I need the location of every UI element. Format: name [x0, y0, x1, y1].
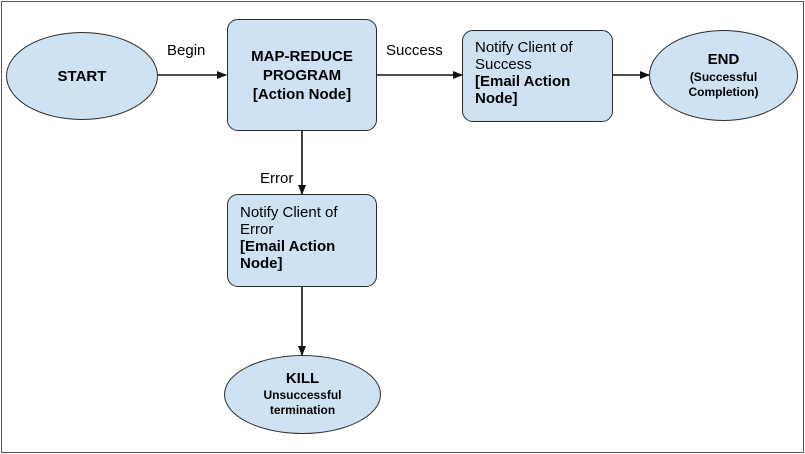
end-node: END (Successful Completion)	[649, 30, 798, 121]
notify-error-line3: [Email Action	[240, 238, 336, 255]
start-node: START	[6, 32, 158, 120]
kill-sub2: termination	[269, 403, 336, 417]
notify-success-line4: Node]	[475, 90, 518, 107]
notify-error-node: Notify Client of Error [Email Action Nod…	[227, 194, 377, 287]
notify-error-line4: Node]	[240, 255, 283, 272]
notify-success-node: Notify Client of Success [Email Action N…	[462, 30, 613, 122]
kill-sub1: Unsuccessful	[263, 388, 342, 402]
edge-label-begin: Begin	[167, 42, 206, 59]
end-sub2: Completion)	[688, 84, 759, 99]
kill-node: KILL Unsuccessful termination	[224, 355, 381, 434]
end-sub1: (Successful	[689, 69, 758, 84]
edge-label-error: Error	[260, 170, 294, 187]
kill-title: KILL	[285, 370, 320, 387]
notify-success-line1: Notify Client of	[475, 39, 573, 56]
notify-success-line3: [Email Action	[475, 73, 571, 90]
start-label: START	[57, 67, 107, 85]
end-title: END	[707, 50, 740, 68]
notify-error-line1: Notify Client of	[240, 204, 338, 221]
mapreduce-line3: [Action Node]	[252, 85, 352, 103]
notify-error-line2: Error	[240, 221, 274, 238]
edge-label-success: Success	[386, 42, 443, 59]
mapreduce-line2: PROGRAM	[262, 66, 342, 84]
notify-success-line2: Success	[475, 56, 532, 73]
mapreduce-line1: MAP-REDUCE	[251, 47, 353, 65]
mapreduce-program-node: MAP-REDUCE PROGRAM [Action Node]	[227, 19, 377, 131]
